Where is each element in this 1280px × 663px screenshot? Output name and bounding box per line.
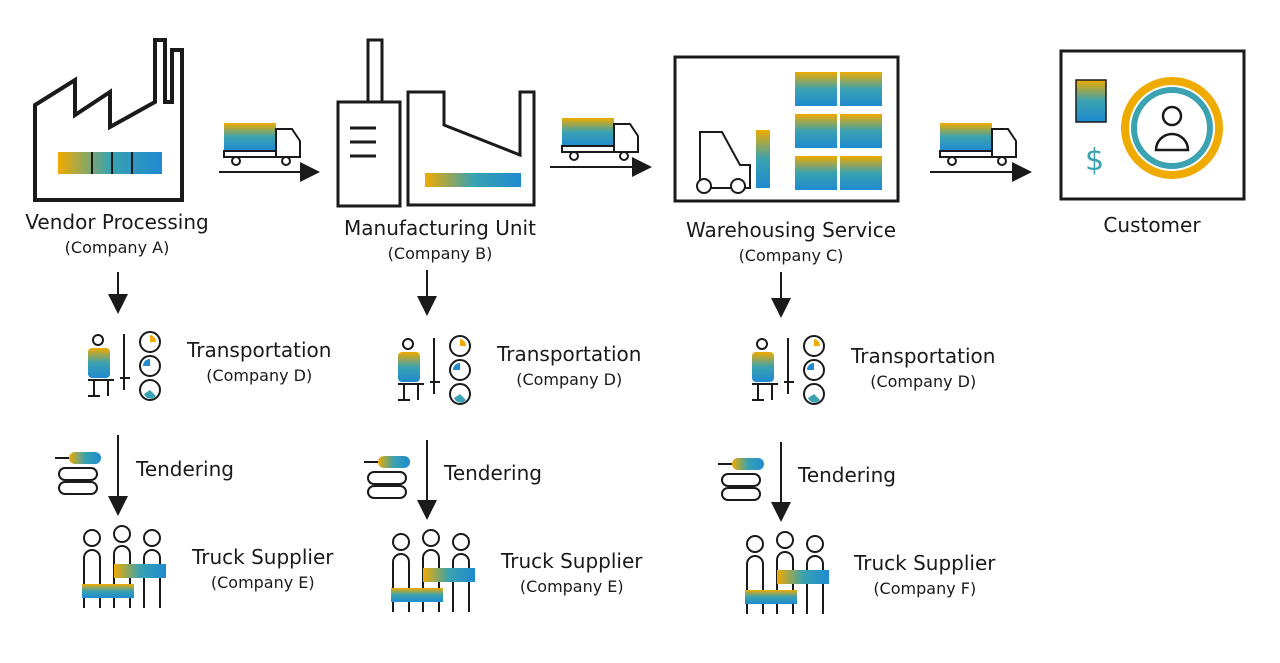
stage-title: Manufacturing Unit (344, 216, 536, 240)
transportation-icon (397, 335, 471, 405)
truck-icon (561, 117, 639, 161)
transportation-company: (Company D) (206, 366, 313, 385)
truck-supplier-title: Truck Supplier (854, 551, 996, 575)
truck-supplier-title: Truck Supplier (192, 545, 334, 569)
customer-icon: $ (1059, 49, 1246, 201)
transportation-icon (751, 335, 825, 405)
transportation-title: Transportation (851, 344, 996, 368)
stage-company: (Company C) (738, 246, 844, 265)
truck-supplier-icon (744, 531, 830, 615)
tendering-icon (717, 457, 765, 501)
truck-supplier-company: (Company F) (873, 579, 977, 598)
svg-text:$: $ (1085, 143, 1104, 178)
transportation-company: (Company D) (516, 370, 623, 389)
stage-manufacturing-unit: Manufacturing Unit (Company B) (326, 216, 554, 263)
tendering-label: Tendering (136, 457, 234, 481)
tendering-icon (54, 451, 102, 495)
factory-icon (33, 38, 184, 202)
warehouse-icon (673, 55, 900, 203)
transportation-label: Transportation (Company D) (187, 338, 331, 385)
transportation-title: Transportation (497, 342, 642, 366)
transportation-title: Transportation (187, 338, 332, 362)
tendering-label: Tendering (444, 461, 542, 485)
stage-warehousing-service: Warehousing Service (Company C) (672, 218, 910, 265)
truck-supplier-company: (Company E) (210, 573, 315, 592)
transportation-label: Transportation (Company D) (851, 344, 995, 391)
stage-title: Vendor Processing (25, 210, 209, 234)
truck-supplier-icon (390, 529, 476, 613)
stage-title: Customer (1103, 213, 1201, 237)
truck-supplier-company: (Company E) (519, 577, 624, 596)
truck-supplier-label: Truck Supplier (Company F) (854, 551, 996, 598)
stage-customer: Customer (1082, 213, 1222, 237)
transportation-icon (87, 331, 161, 401)
transportation-label: Transportation (Company D) (497, 342, 641, 389)
truck-supplier-title: Truck Supplier (501, 549, 643, 573)
transportation-company: (Company D) (870, 372, 977, 391)
stage-title: Warehousing Service (685, 218, 897, 242)
factory-icon (336, 38, 536, 208)
stage-vendor-processing: Vendor Processing (Company A) (14, 210, 220, 257)
tendering-label: Tendering (798, 463, 896, 487)
truck-icon (939, 122, 1017, 166)
truck-supplier-label: Truck Supplier (Company E) (192, 545, 334, 592)
truck-supplier-icon (81, 525, 167, 609)
tendering-icon (363, 455, 411, 499)
stage-company: (Company B) (387, 244, 493, 263)
truck-supplier-label: Truck Supplier (Company E) (501, 549, 643, 596)
truck-icon (223, 122, 301, 166)
stage-company: (Company A) (64, 238, 170, 257)
